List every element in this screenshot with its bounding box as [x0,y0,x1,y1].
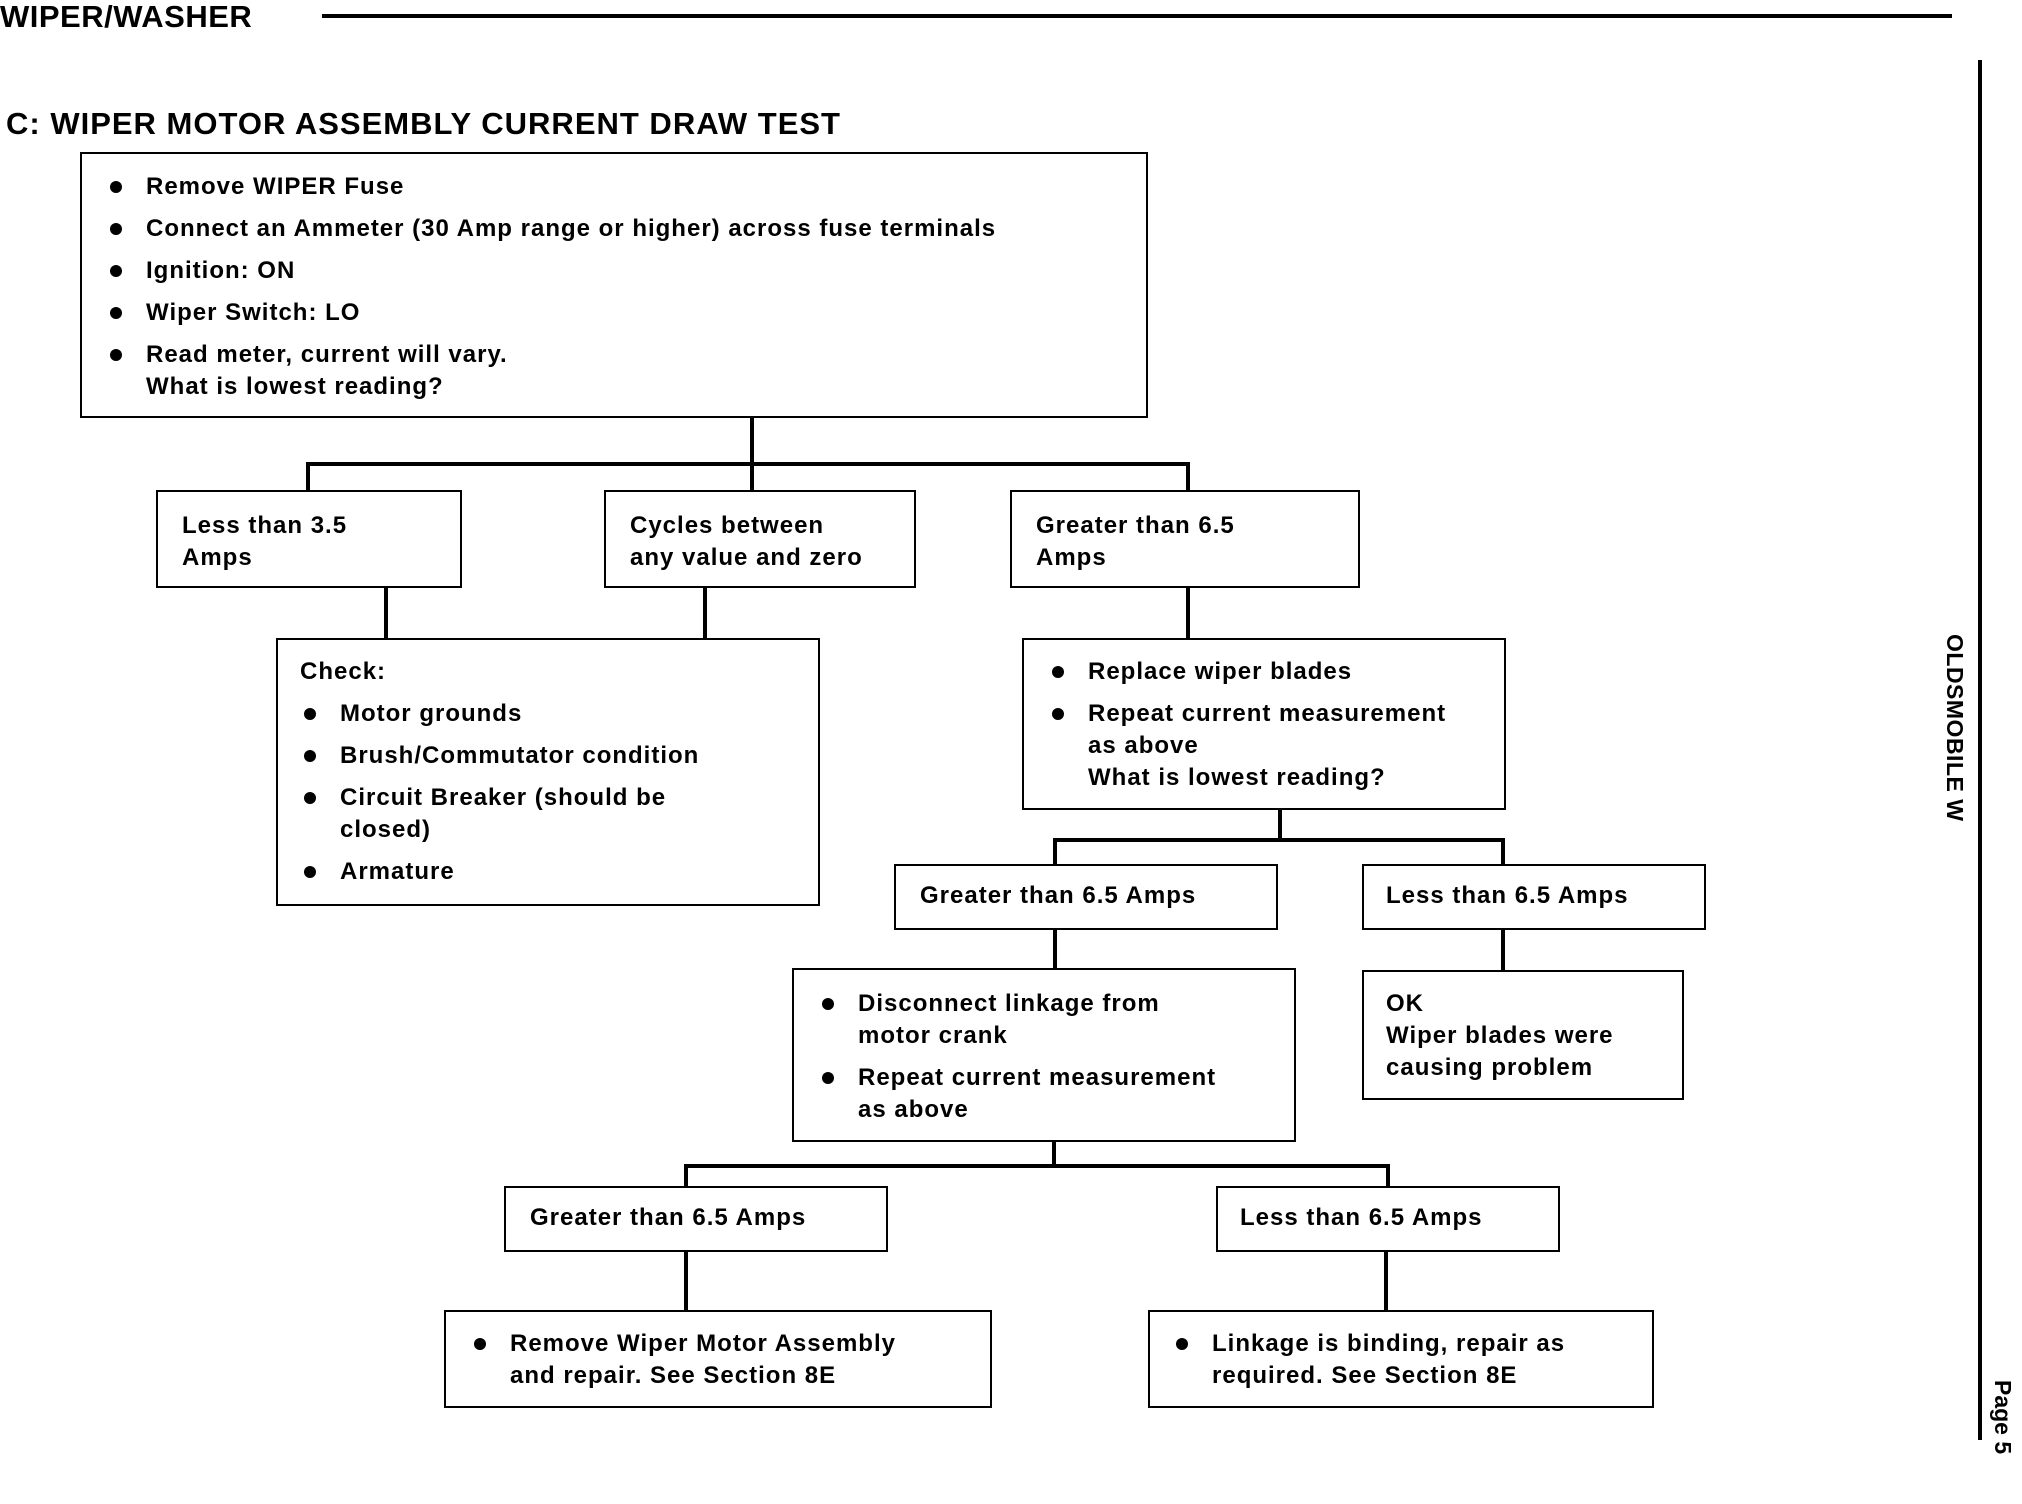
check-heading: Check: [300,658,387,685]
connector [1053,838,1505,842]
start-step: Remove WIPER Fuse [106,171,1128,203]
remove-motor-box: Remove Wiper Motor Assembly and repair. … [444,1310,992,1408]
disconnect-step: Repeat current measurement as above [818,1062,1276,1126]
connector [384,586,388,640]
connector [1278,806,1282,840]
connector [684,1250,688,1312]
start-step: Ignition: ON [106,255,1128,287]
after-blades-greater-label: Greater than 6.5 Amps [920,882,1197,909]
linkage-binding-box: Linkage is binding, repair as required. … [1148,1310,1654,1408]
connector [750,416,754,464]
result-cycles-box: Cycles between any value and zero [604,490,916,588]
connector [1501,838,1505,866]
connector [1384,1250,1388,1312]
check-items: Motor grounds Brush/Commutator condition… [300,698,800,888]
check-item: Motor grounds [300,698,800,730]
result-cycles-label: Cycles between any value and zero [630,512,863,571]
ok-label: OK Wiper blades were causing problem [1386,990,1614,1081]
disconnect-step: Disconnect linkage from motor crank [818,988,1276,1052]
after-blades-less-box: Less than 6.5 Amps [1362,864,1706,930]
final-less-label: Less than 6.5 Amps [1240,1204,1483,1231]
connector [1053,838,1057,866]
result-greater-than-6-5-label: Greater than 6.5 Amps [1036,512,1235,571]
check-item: Brush/Commutator condition [300,740,800,772]
side-brand-label: OLDSMOBILE W [1942,634,1968,822]
start-step: Wiper Switch: LO [106,297,1128,329]
linkage-binding-step: Linkage is binding, repair as required. … [1172,1328,1634,1392]
section-title: C: WIPER MOTOR ASSEMBLY CURRENT DRAW TES… [6,106,841,141]
connector [1186,462,1190,492]
connector [306,462,1190,466]
side-page-number: Page 5 [1990,1380,2016,1455]
result-less-than-3-5-label: Less than 3.5 Amps [182,512,348,571]
connector [1186,586,1190,640]
final-greater-label: Greater than 6.5 Amps [530,1204,807,1231]
connector [684,1164,688,1188]
start-step: Read meter, current will vary. What is l… [106,339,1128,403]
remove-motor-steps: Remove Wiper Motor Assembly and repair. … [470,1328,972,1392]
start-step: Connect an Ammeter (30 Amp range or high… [106,213,1128,245]
connector [1052,1138,1056,1168]
final-less-box: Less than 6.5 Amps [1216,1186,1560,1252]
start-box: Remove WIPER Fuse Connect an Ammeter (30… [80,152,1148,418]
replace-blades-step: Replace wiper blades [1048,656,1486,688]
start-steps: Remove WIPER Fuse Connect an Ammeter (30… [106,171,1128,403]
header-rule [322,14,1952,18]
connector [1386,1164,1390,1188]
final-greater-box: Greater than 6.5 Amps [504,1186,888,1252]
result-greater-than-6-5-box: Greater than 6.5 Amps [1010,490,1360,588]
page-header-title: WIPER/WASHER [0,0,253,34]
replace-blades-box: Replace wiper blades Repeat current meas… [1022,638,1506,810]
after-blades-greater-box: Greater than 6.5 Amps [894,864,1278,930]
check-item: Circuit Breaker (should be closed) [300,782,800,846]
connector [1501,926,1505,972]
connector [306,462,310,492]
disconnect-steps: Disconnect linkage from motor crank Repe… [818,988,1276,1126]
replace-blades-steps: Replace wiper blades Repeat current meas… [1048,656,1486,794]
right-margin-rule [1978,60,1982,1440]
replace-blades-step: Repeat current measurement as above What… [1048,698,1486,794]
after-blades-less-label: Less than 6.5 Amps [1386,882,1629,909]
disconnect-linkage-box: Disconnect linkage from motor crank Repe… [792,968,1296,1142]
connector [684,1164,1390,1168]
linkage-binding-steps: Linkage is binding, repair as required. … [1172,1328,1634,1392]
result-less-than-3-5-box: Less than 3.5 Amps [156,490,462,588]
ok-box: OK Wiper blades were causing problem [1362,970,1684,1100]
connector [750,462,754,492]
connector [1053,926,1057,970]
remove-motor-step: Remove Wiper Motor Assembly and repair. … [470,1328,972,1392]
check-box: Check: Motor grounds Brush/Commutator co… [276,638,820,906]
connector [703,586,707,640]
check-item: Armature [300,856,800,888]
